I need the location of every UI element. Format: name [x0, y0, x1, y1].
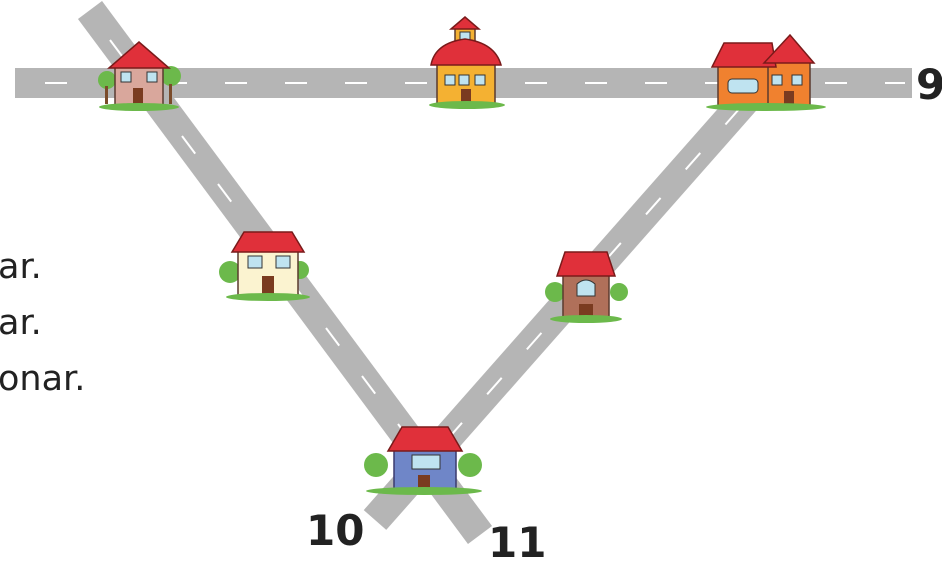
cream-house	[219, 231, 310, 301]
road-label-9: 9	[916, 60, 942, 109]
road-label-11: 11	[488, 518, 547, 567]
brown-house	[545, 251, 628, 323]
text-fragment-2: ar.	[0, 303, 42, 343]
road-label-10: 10	[306, 506, 365, 555]
yellow-tower-house	[429, 16, 505, 109]
pink-house	[98, 41, 181, 111]
blue-house	[364, 426, 482, 495]
orange-house	[706, 33, 826, 111]
text-fragment-3: onar.	[0, 359, 86, 399]
text-fragment-1: ar.	[0, 247, 42, 287]
